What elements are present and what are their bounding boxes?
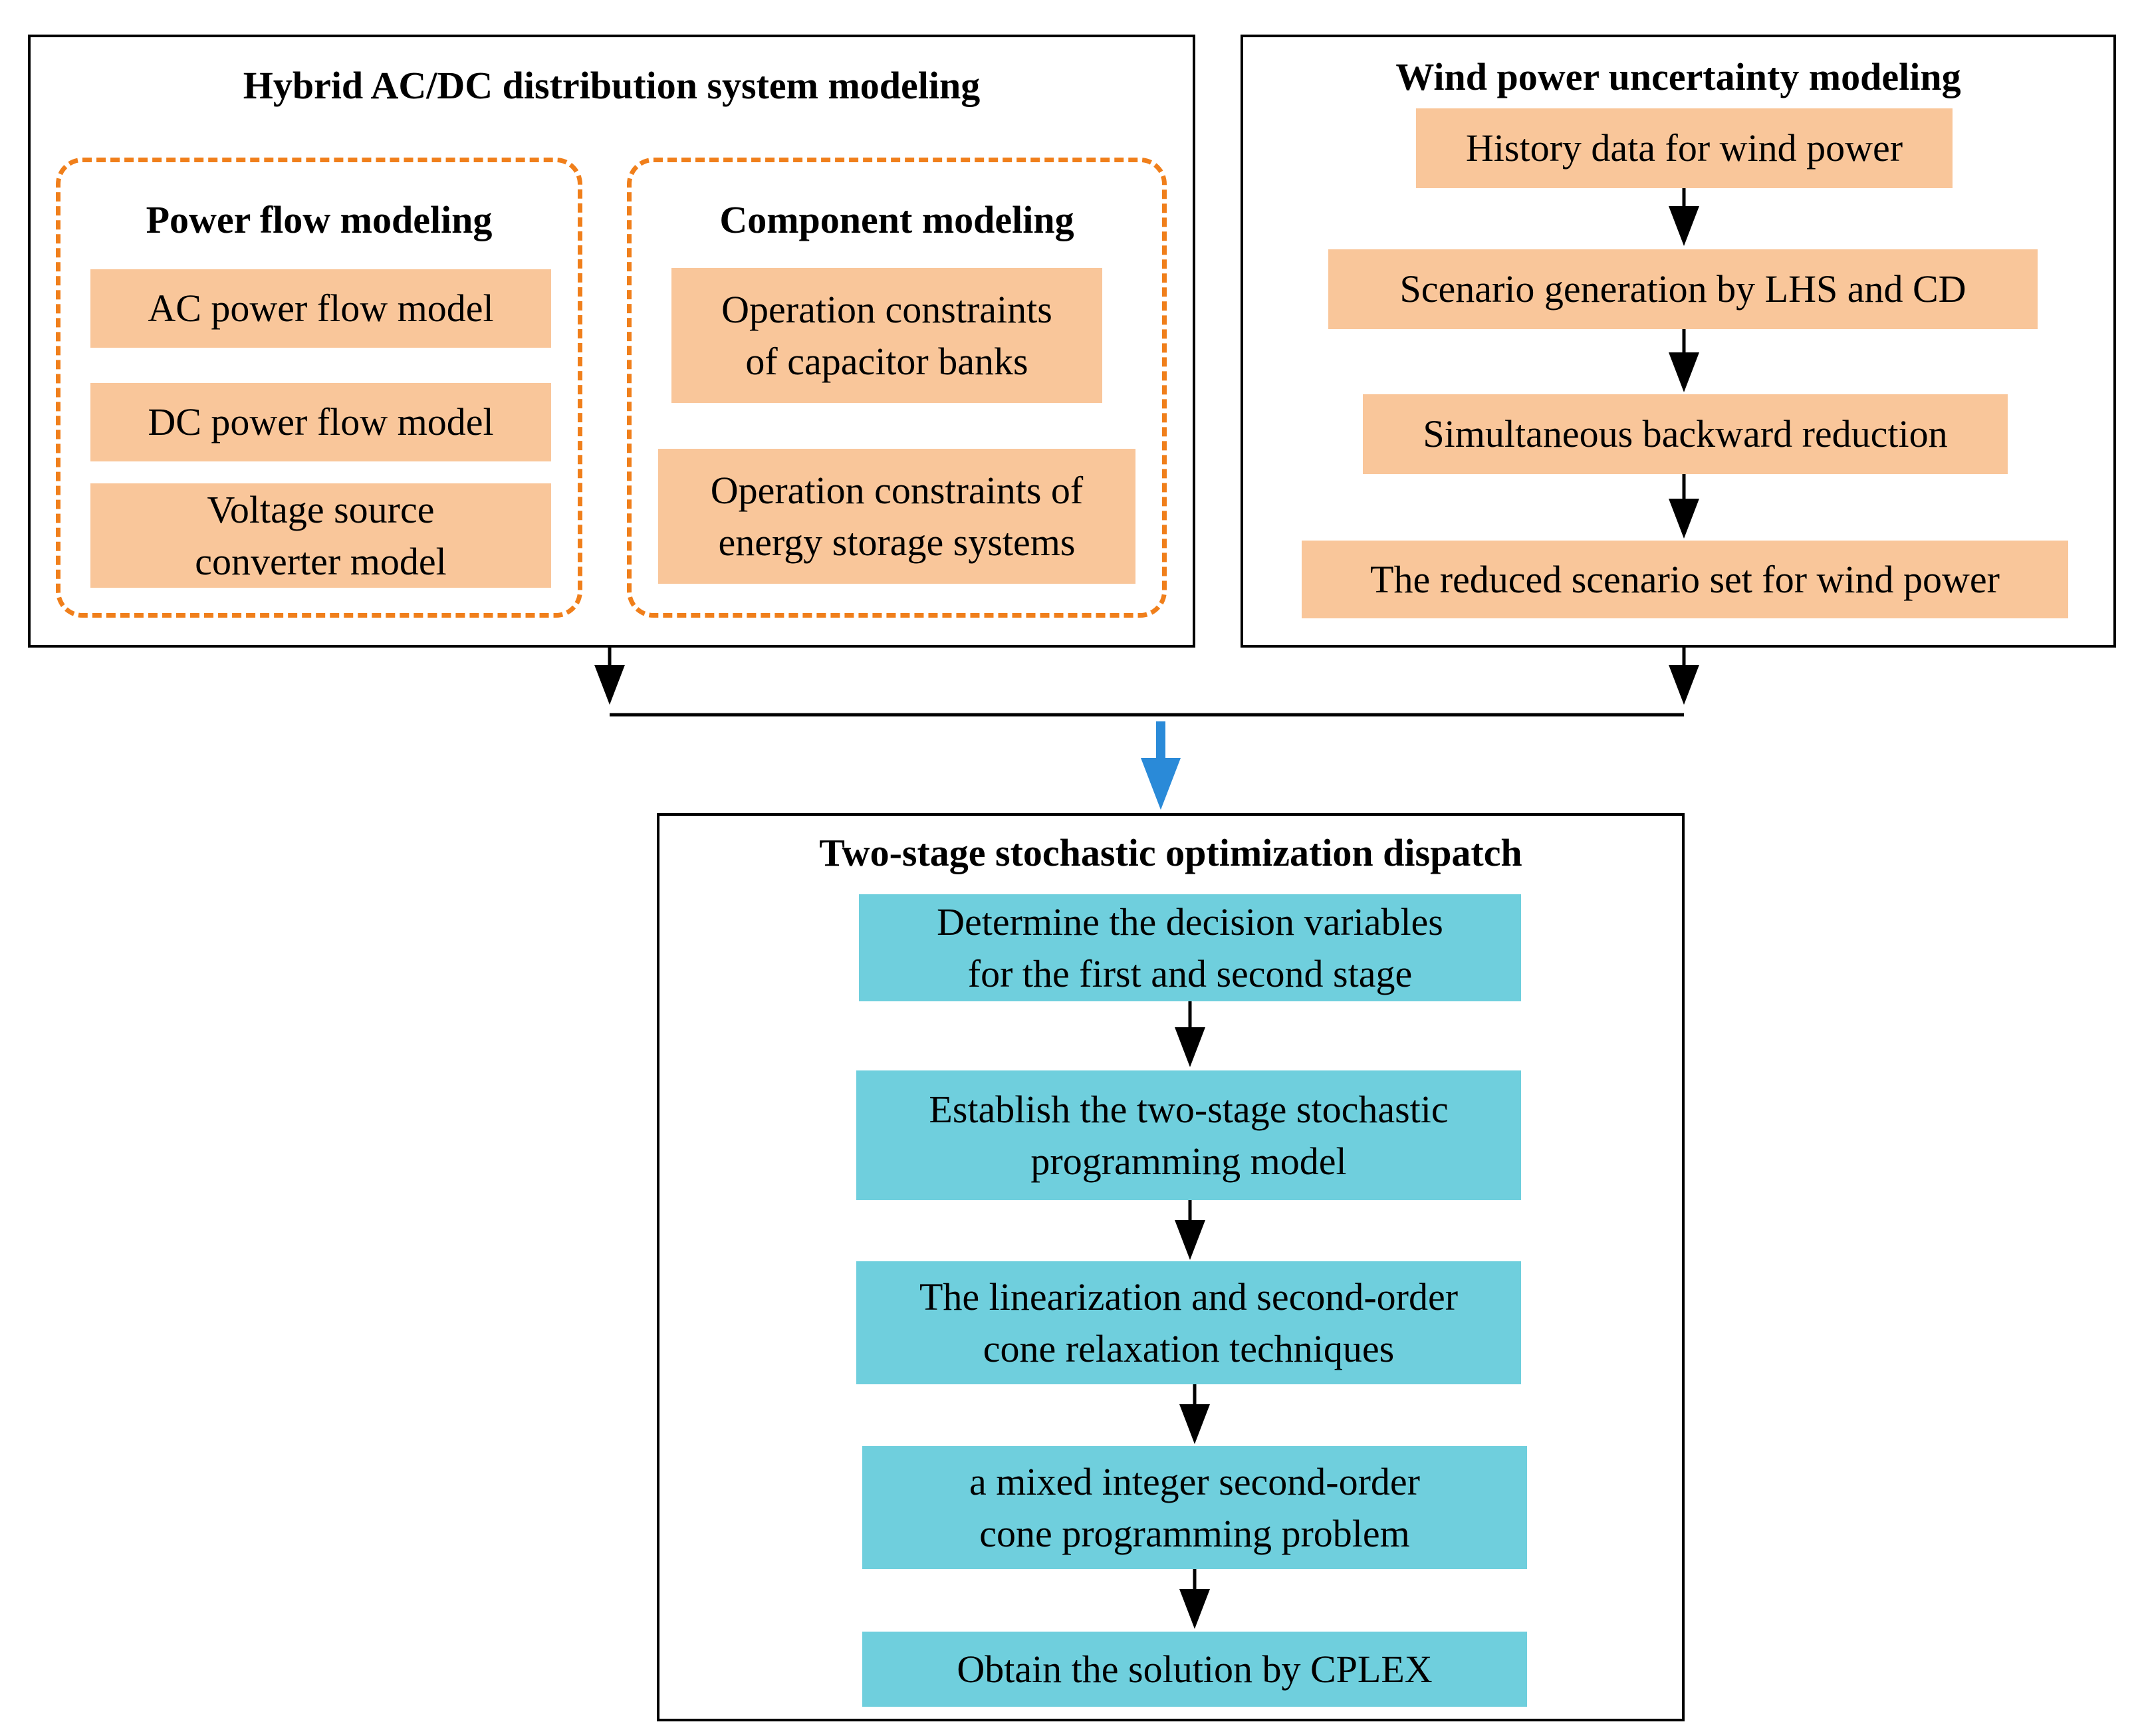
power-flow-title: Power flow modeling xyxy=(146,198,493,241)
dispatch-step-decision-variables: Determine the decision variables for the… xyxy=(859,894,1521,1001)
power-flow-group xyxy=(56,158,582,618)
dispatch-step-relaxation: The linearization and second-order cone … xyxy=(856,1261,1521,1384)
main-blue-arrow-head xyxy=(1141,758,1181,810)
dispatch-step-misocp: a mixed integer second-order cone progra… xyxy=(862,1446,1527,1569)
dispatch-step-model: Establish the two-stage stochastic progr… xyxy=(856,1070,1521,1200)
dispatch-step-cplex: Obtain the solution by CPLEX xyxy=(862,1632,1527,1707)
dispatch-title: Two-stage stochastic optimization dispat… xyxy=(819,831,1522,874)
wind-output-head xyxy=(1669,665,1699,705)
energy-storage-box: Operation constraints of energy storage … xyxy=(658,449,1135,584)
wind-step-history: History data for wind power xyxy=(1416,108,1953,188)
hybrid-modeling-title: Hybrid AC/DC distribution system modelin… xyxy=(243,64,981,107)
dispatch-arrow-2-head xyxy=(1175,1220,1205,1260)
wind-step-scenario-generation: Scenario generation by LHS and CD xyxy=(1328,249,2038,329)
wind-step-reduced-set: The reduced scenario set for wind power xyxy=(1302,541,2068,618)
capacitor-banks-box: Operation constraints of capacitor banks xyxy=(671,268,1102,403)
wind-arrow-1-head xyxy=(1669,206,1699,246)
wind-modeling-title: Wind power uncertainty modeling xyxy=(1395,55,1961,98)
ac-power-flow-box: AC power flow model xyxy=(90,269,551,348)
vsc-model-box: Voltage source converter model xyxy=(90,483,551,588)
dispatch-arrow-3-head xyxy=(1179,1404,1210,1444)
dispatch-arrow-4-head xyxy=(1179,1589,1210,1629)
hybrid-output-head xyxy=(594,665,625,705)
component-group xyxy=(627,158,1167,618)
dispatch-arrow-1-head xyxy=(1175,1027,1205,1067)
wind-arrow-3-head xyxy=(1669,499,1699,539)
wind-step-backward-reduction: Simultaneous backward reduction xyxy=(1363,394,2008,474)
wind-arrow-2-head xyxy=(1669,352,1699,392)
component-title: Component modeling xyxy=(719,198,1074,241)
dc-power-flow-box: DC power flow model xyxy=(90,383,551,461)
